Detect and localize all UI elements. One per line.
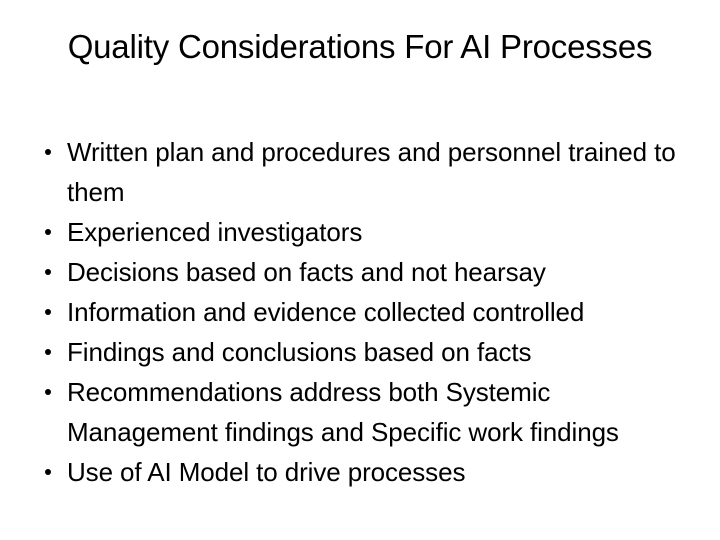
list-item-text: Use of AI Model to drive processes — [67, 457, 466, 487]
bullet-dot-icon — [45, 269, 51, 275]
list-item: Findings and conclusions based on facts — [32, 332, 692, 372]
list-item-text: Findings and conclusions based on facts — [67, 337, 532, 367]
bullet-dot-icon — [45, 309, 51, 315]
list-item-text: Experienced investigators — [67, 217, 363, 247]
list-item-text: Recommendations address both Systemic Ma… — [67, 377, 619, 447]
list-item: Information and evidence collected contr… — [32, 292, 692, 332]
list-item: Written plan and procedures and personne… — [32, 132, 692, 212]
list-item: Decisions based on facts and not hearsay — [32, 252, 692, 292]
bullet-dot-icon — [45, 469, 51, 475]
list-item: Recommendations address both Systemic Ma… — [32, 372, 692, 452]
list-item-text: Decisions based on facts and not hearsay — [67, 257, 546, 287]
list-item: Experienced investigators — [32, 212, 692, 252]
list-item-text: Written plan and procedures and personne… — [67, 137, 676, 207]
page-title: Quality Considerations For AI Processes — [67, 28, 653, 65]
bullet-dot-icon — [45, 229, 51, 235]
bullet-dot-icon — [45, 349, 51, 355]
bullet-list: Written plan and procedures and personne… — [32, 132, 692, 492]
bullet-dot-icon — [45, 149, 51, 155]
list-item-text: Information and evidence collected contr… — [67, 297, 585, 327]
list-item: Use of AI Model to drive processes — [32, 452, 692, 492]
bullet-dot-icon — [45, 389, 51, 395]
